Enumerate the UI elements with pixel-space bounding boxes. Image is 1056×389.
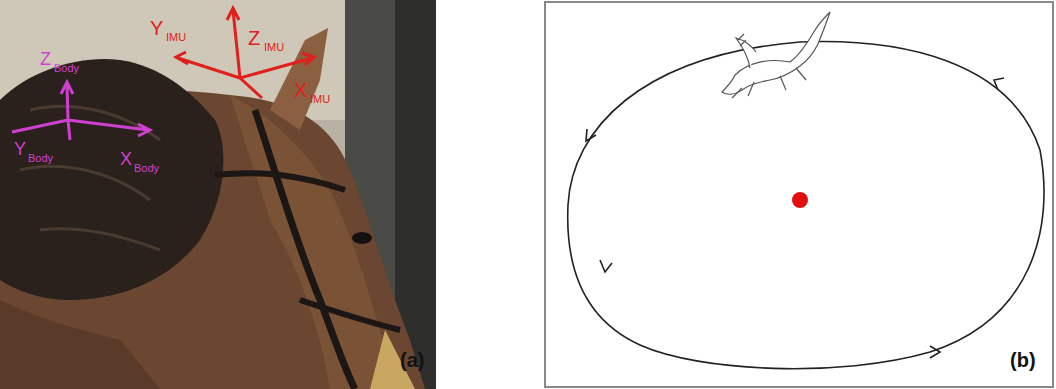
horse-neck (0, 300, 160, 389)
mane-strands (20, 106, 160, 250)
axis-letter: X (294, 80, 307, 100)
axis-subscript: IMU (166, 32, 186, 43)
bridle-noseband (300, 300, 400, 330)
panel-frame (545, 2, 1053, 387)
axis-letter: Z (40, 50, 51, 68)
axis-subscript: Body (28, 153, 53, 164)
bridle-browband (215, 173, 345, 190)
horse-mane (0, 59, 223, 300)
panel-label: (a) (400, 350, 424, 370)
horse-eye (352, 232, 372, 244)
horse-sketch (722, 12, 830, 98)
panel-label: (b) (1010, 350, 1036, 370)
center-point (792, 192, 808, 208)
bridle-cheekpiece (255, 110, 355, 389)
photo-background (0, 0, 436, 389)
horse-face (230, 95, 400, 389)
axis-letter: Z (248, 28, 260, 48)
axis-subscript: IMU (264, 42, 284, 53)
body-axes (12, 82, 150, 140)
direction-arrows (586, 78, 1004, 358)
axis-letter: Y (14, 140, 26, 158)
circular-track (568, 42, 1044, 369)
axis-subscript: Body (54, 63, 79, 74)
axis-letter: Y (150, 18, 163, 38)
axis-subscript: IMU (310, 94, 330, 105)
axis-letter: X (120, 150, 132, 168)
axis-subscript: Body (134, 163, 159, 174)
imu-axes (176, 8, 314, 98)
